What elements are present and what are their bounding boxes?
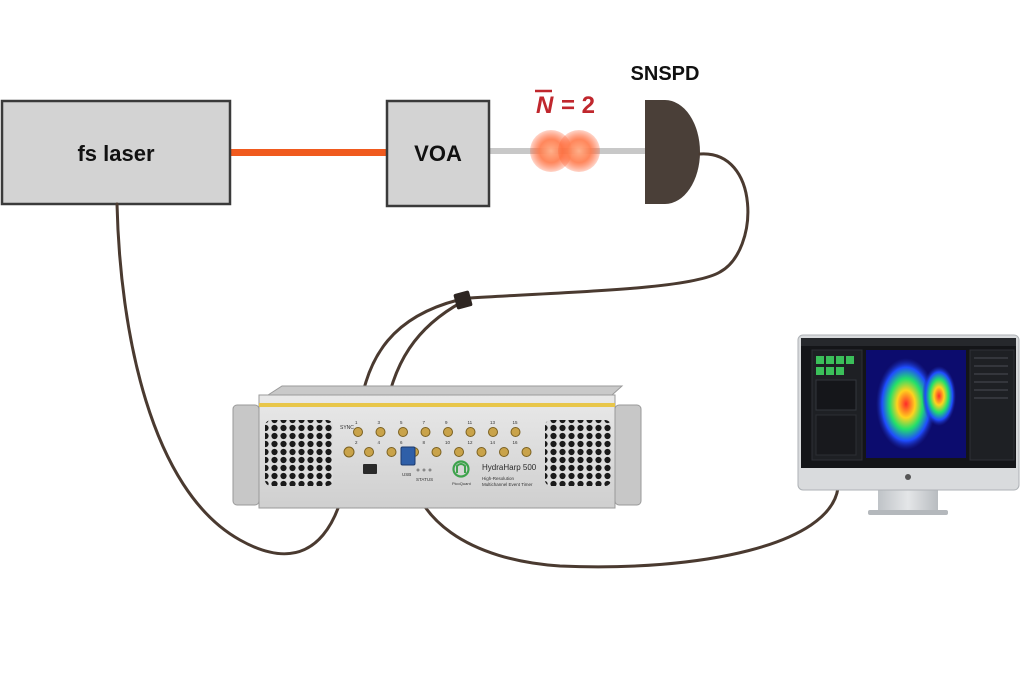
cable-usb-to-monitor	[406, 453, 840, 569]
voa-label: VOA	[414, 141, 462, 166]
monitor-stand-neck	[878, 488, 938, 512]
channel-label-6: 6	[400, 440, 403, 445]
channel-connector-4	[386, 447, 397, 457]
channel-label-7: 7	[423, 420, 426, 425]
screen-right-panel-lines	[974, 357, 1008, 399]
channel-label-4: 4	[378, 440, 381, 445]
channel-label-15: 15	[513, 420, 519, 425]
voa-box: VOA	[385, 99, 491, 208]
status-label: STATUS	[416, 477, 433, 482]
tagger-subtitle-2: Multichannel Event Timer	[482, 482, 533, 487]
channel-label-14: 14	[490, 440, 496, 445]
sync-connector	[343, 446, 355, 458]
channel-label-10: 10	[445, 440, 451, 445]
channel-connector-12	[476, 447, 487, 457]
tagger-handle-right	[614, 404, 642, 506]
detector-label: SNSPD	[631, 63, 700, 85]
tagger-top	[266, 385, 624, 396]
tagger-subtitle-1: High-Resolution	[482, 476, 515, 481]
channel-label-13: 13	[490, 420, 496, 425]
laser-label: fs laser	[77, 141, 154, 166]
cable-laser-to-sync	[115, 202, 351, 556]
laser-box: fs laser	[0, 99, 232, 206]
channel-connector-11	[465, 427, 476, 437]
screen-plot-blobs	[876, 358, 956, 450]
channel-connector-10	[454, 447, 464, 457]
photon-right	[558, 130, 600, 172]
channel-label-9: 9	[445, 420, 448, 425]
status-led-3	[428, 468, 432, 472]
n-value: = 2	[561, 92, 595, 119]
usb-port	[400, 446, 416, 466]
usb-label: USB	[402, 472, 411, 477]
channel-connector-3	[375, 427, 386, 437]
status-led-2	[422, 468, 426, 472]
channel-label-1: 1	[355, 420, 358, 425]
mean-photon-number: N = 2	[535, 89, 595, 119]
screen-right-panel	[969, 349, 1015, 461]
monitor-camera	[905, 474, 911, 480]
vent-right	[545, 420, 611, 486]
status-led-1	[416, 468, 420, 472]
channel-connector-1	[353, 427, 363, 437]
channel-connector-8	[431, 447, 442, 457]
channel-connector-2	[364, 447, 374, 457]
monitor-stand-base	[868, 510, 948, 515]
tagger-name: HydraHarp 500	[482, 463, 537, 472]
tagger-brand: PicoQuant	[452, 481, 472, 486]
aux-port	[363, 464, 377, 474]
channel-connector-13	[488, 427, 498, 437]
channel-label-8: 8	[423, 440, 426, 445]
channel-label-2: 2	[355, 440, 358, 445]
monitor	[797, 334, 1020, 515]
channel-connector-9	[443, 427, 453, 437]
vent-left	[265, 420, 333, 486]
channel-connector-15	[510, 427, 521, 437]
tagger-handle-left	[232, 404, 260, 506]
channel-label-12: 12	[468, 440, 474, 445]
channel-connector-14	[499, 447, 509, 457]
detector-shape	[645, 100, 700, 204]
channel-connector-7	[420, 427, 431, 437]
channel-label-11: 11	[468, 420, 473, 425]
channel-label-16: 16	[513, 440, 519, 445]
n-symbol: N	[536, 92, 554, 119]
detector: SNSPD	[631, 63, 700, 204]
channel-label-3: 3	[378, 420, 381, 425]
tagger-accent-strip	[259, 403, 615, 407]
photon-pair	[530, 130, 600, 172]
cable-splitter	[453, 290, 473, 310]
channel-label-5: 5	[400, 420, 403, 425]
laser-beam	[230, 149, 388, 156]
channel-connector-5	[398, 427, 408, 437]
sync-label: SYNC	[340, 425, 354, 431]
cable-detector-to-splitter	[468, 152, 750, 300]
channel-connector-16	[521, 447, 532, 457]
screen-sidebar-buttons	[815, 356, 857, 456]
screen-toolbar	[801, 338, 1016, 346]
picoquant-logo-icon: PicoQuant	[452, 460, 472, 486]
